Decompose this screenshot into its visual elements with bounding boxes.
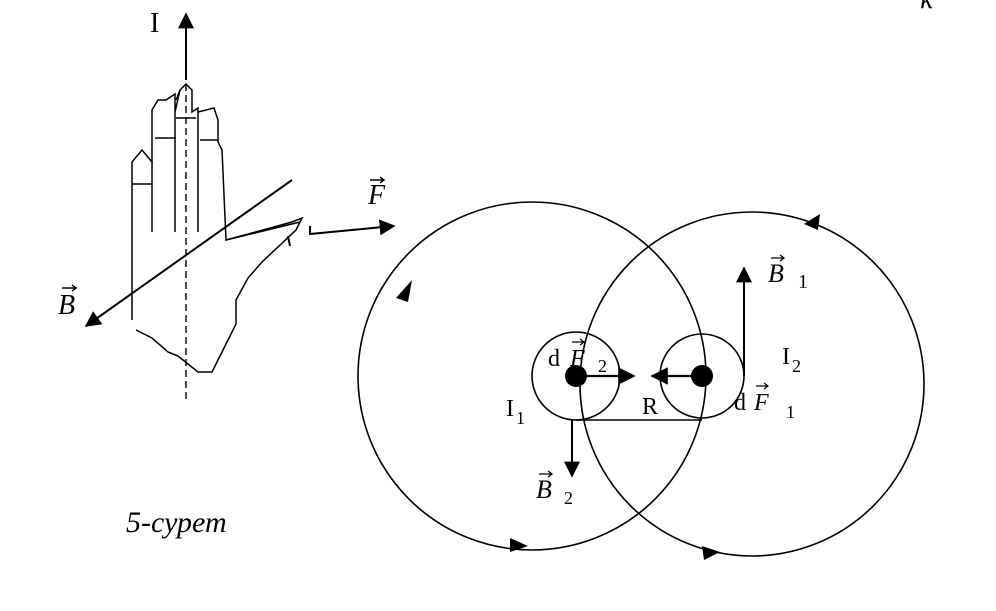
force-1-d: d — [734, 390, 746, 416]
force-arrow — [287, 226, 394, 247]
field-lines-diagram — [357, 201, 925, 557]
figure-caption: 5-сурет — [126, 506, 227, 539]
current-1-label: I — [506, 396, 514, 422]
current-label: I — [150, 8, 159, 39]
current-2-subscript: 2 — [792, 356, 801, 376]
hand-outline — [131, 82, 304, 373]
circle-2-arrow-top — [804, 214, 820, 230]
field-arrow — [84, 179, 293, 327]
force-vector-mark — [370, 176, 386, 184]
force-2-label: F — [569, 346, 585, 372]
field-vector-mark — [62, 284, 78, 292]
wire-2-dot — [691, 365, 713, 387]
distance-label: R — [642, 394, 658, 420]
force-2-d: d — [548, 346, 560, 372]
field-2-label: B — [536, 475, 552, 504]
field-2-vector-mark — [539, 470, 554, 478]
thumb-line — [225, 221, 301, 241]
field-2-subscript: 2 — [564, 488, 573, 508]
force-1-subscript: 1 — [786, 402, 795, 422]
field-1-label: B — [768, 259, 784, 288]
field-direction-arrows — [396, 214, 820, 560]
force-2-subscript: 2 — [598, 356, 607, 376]
field-label: B — [58, 290, 75, 321]
field-1-subscript: 1 — [798, 271, 808, 293]
force-2-vector-mark — [572, 338, 585, 346]
force-1-label: F — [753, 390, 769, 416]
current-1-subscript: 1 — [516, 408, 525, 428]
current-2-label: I — [782, 344, 790, 370]
field-1-vector-mark — [771, 254, 786, 262]
circle-1-arrow-upper-left — [396, 280, 412, 302]
wire-1-dot — [565, 365, 587, 387]
force-label: F — [367, 180, 386, 211]
left-hand-figure — [84, 12, 394, 402]
cropped-corner-text: κ — [920, 0, 934, 15]
circle-2-arrow-bottom — [702, 546, 720, 560]
field-line-circle-2 — [579, 211, 925, 557]
force-1-vector-mark — [756, 382, 769, 390]
circle-1-arrow-bottom — [510, 538, 528, 552]
